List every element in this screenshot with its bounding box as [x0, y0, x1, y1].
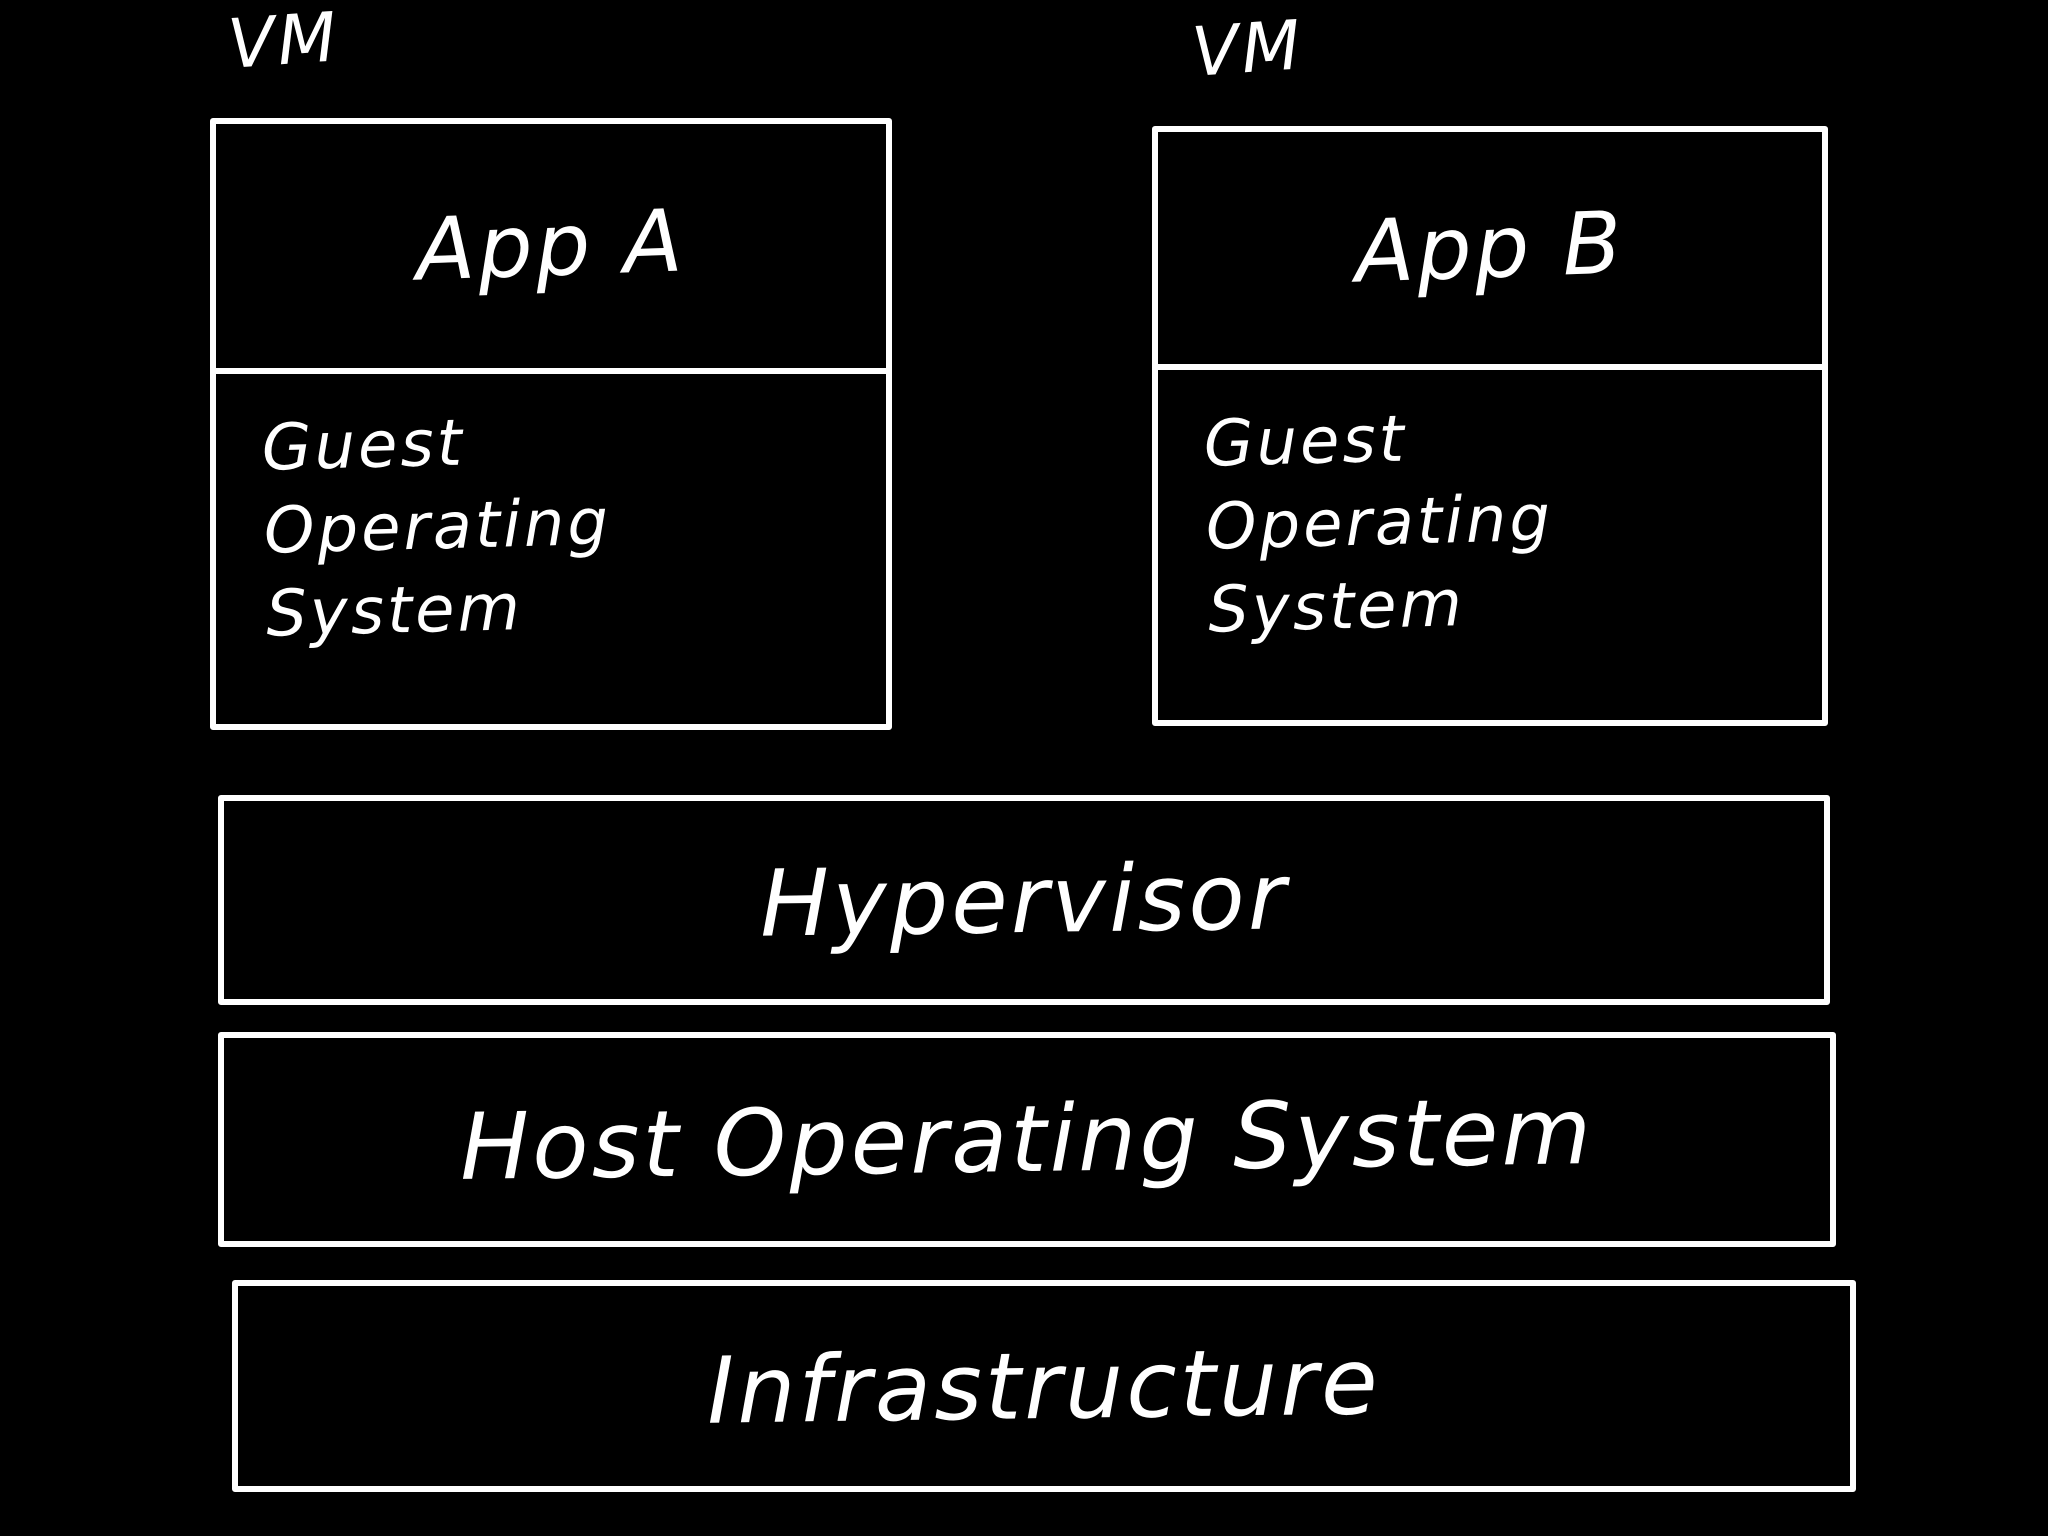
vm2-os-label: Guest Operating System — [1202, 402, 1554, 649]
vm1-app-label: App A — [414, 191, 688, 301]
host-os-layer-label: Host Operating System — [459, 1078, 1595, 1201]
vm1-label: VM — [225, 0, 342, 85]
vm2-os-section: Guest Operating System — [1158, 370, 1822, 720]
infrastructure-layer-label: Infrastructure — [706, 1327, 1382, 1445]
infrastructure-layer-box: Infrastructure — [232, 1280, 1856, 1492]
vm2-box: App B Guest Operating System — [1152, 126, 1828, 726]
vm2-label: VM — [1189, 6, 1306, 93]
hypervisor-layer-box: Hypervisor — [218, 795, 1830, 1005]
host-os-layer-box: Host Operating System — [218, 1032, 1836, 1247]
vm2-app-section: App B — [1158, 132, 1822, 370]
vm1-os-label: Guest Operating System — [260, 406, 612, 653]
vm1-app-section: App A — [216, 124, 886, 374]
vm1-os-section: Guest Operating System — [216, 374, 886, 724]
hypervisor-layer-label: Hypervisor — [759, 842, 1289, 958]
vm2-app-label: App B — [1353, 193, 1627, 303]
vm1-box: App A Guest Operating System — [210, 118, 892, 730]
